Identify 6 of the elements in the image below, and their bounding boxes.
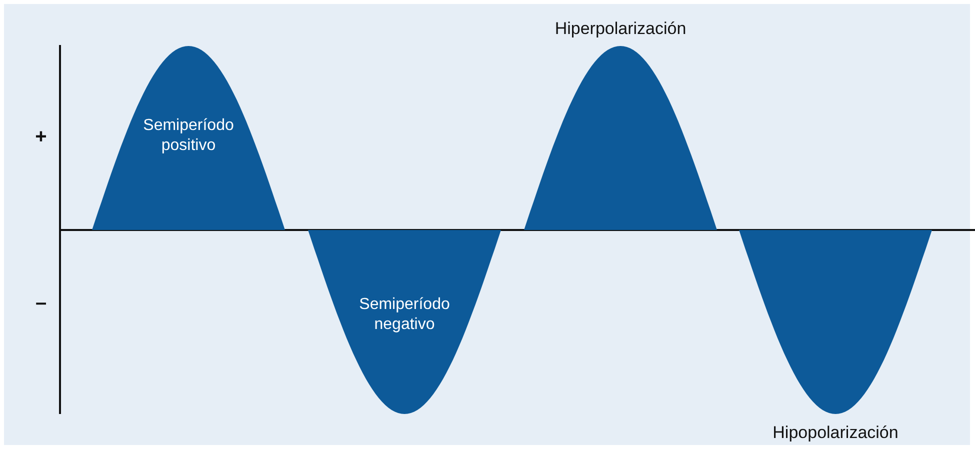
polarity-sign: +	[34, 125, 48, 150]
lobe-label: Semiperíodo positivo	[142, 116, 235, 156]
wave-label: Hipopolarización	[772, 422, 900, 444]
polarity-sign: –	[34, 291, 48, 316]
wave-label: Hiperpolarización	[554, 18, 688, 40]
lobe-label: Semiperíodo negativo	[358, 295, 451, 335]
